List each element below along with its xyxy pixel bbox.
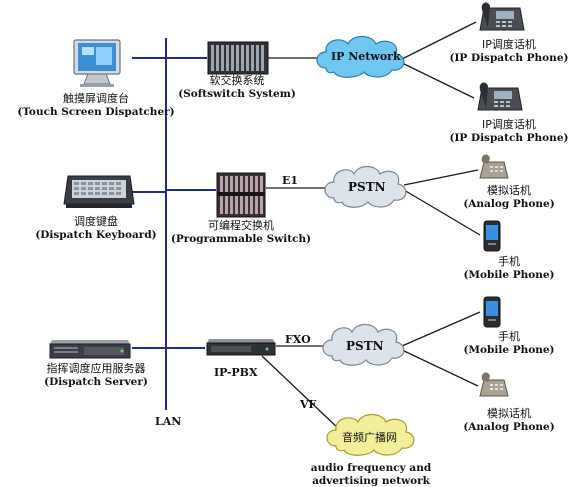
link-ipnet-phone1 <box>399 21 477 61</box>
mobile-phone-1-label: 手机 (Mobile Phone) <box>440 255 578 282</box>
fxo-label: FXO <box>285 333 311 346</box>
touch-dispatcher-label: 触摸屏调度台 (Touch Screen Dispatcher) <box>16 92 176 119</box>
ip-network-label: IP Network <box>331 50 401 63</box>
analog-phone-1-label: 模拟话机 (Analog Phone) <box>440 184 578 211</box>
server-icon <box>48 336 132 367</box>
audio-caption-line1: audio frequency and <box>310 462 432 474</box>
mobile-phone-2-label: 手机 (Mobile Phone) <box>440 330 578 357</box>
dispatch-server-en: (Dispatch Server) <box>44 375 148 388</box>
touch-dispatcher-cn: 触摸屏调度台 <box>63 92 129 105</box>
link-ipnet-phone2 <box>399 61 475 99</box>
analog-phone-1-cn: 模拟话机 <box>487 184 531 197</box>
e1-label: E1 <box>282 174 299 187</box>
mobile-phone-2-en: (Mobile Phone) <box>463 343 555 356</box>
ip-phone-2-label: IP调度话机 (IP Dispatch Phone) <box>440 118 578 145</box>
audio-network-caption: audio frequency and advertising network <box>296 462 446 487</box>
softswitch-cn: 软交换系统 <box>209 74 265 87</box>
ip-network-cloud <box>312 34 408 85</box>
monitor-icon <box>66 38 132 95</box>
ip-pbx-label: IP-PBX <box>214 366 258 379</box>
link-vf <box>261 355 341 431</box>
ip-phone-icon <box>474 0 528 41</box>
softswitch-label: 软交换系统 (Softswitch System) <box>162 74 312 101</box>
dispatch-keyboard-label: 调度键盘 (Dispatch Keyboard) <box>16 215 176 242</box>
analog-phone-icon <box>476 152 510 187</box>
link-pstn-mobile1 <box>403 189 481 236</box>
analog-phone-2-label: 模拟话机 (Analog Phone) <box>440 407 578 434</box>
pstn-top-cloud <box>320 164 408 215</box>
mobile-phone-icon <box>482 296 502 333</box>
link-pstn2-analog2 <box>401 349 479 387</box>
link-pstn-analog1 <box>403 169 479 186</box>
ip-phone-1-label: IP调度话机 (IP Dispatch Phone) <box>440 38 578 65</box>
ip-phone-2-en: (IP Dispatch Phone) <box>449 131 569 144</box>
mobile-phone-1-en: (Mobile Phone) <box>463 268 555 281</box>
ip-phone-2-cn: IP调度话机 <box>482 118 536 131</box>
vf-label: VF <box>300 398 317 411</box>
lan-label: LAN <box>155 415 182 428</box>
dispatch-server-label: 指挥调度应用服务器 (Dispatch Server) <box>8 362 184 389</box>
ip-phone-1-cn: IP调度话机 <box>482 38 536 51</box>
mobile-phone-1-cn: 手机 <box>498 255 520 268</box>
programmable-switch-en: (Programmable Switch) <box>170 232 312 245</box>
keyboard-icon <box>62 172 136 215</box>
pstn-bottom-cloud <box>318 322 406 373</box>
dispatch-keyboard-cn: 调度键盘 <box>74 215 118 228</box>
pstn-bottom-label: PSTN <box>346 339 384 353</box>
dispatch-server-cn: 指挥调度应用服务器 <box>46 362 146 375</box>
ip-pbx-icon <box>205 337 277 364</box>
softswitch-en: (Softswitch System) <box>178 87 296 100</box>
audio-broadcast-label: 音频广播网 <box>342 431 397 444</box>
mobile-phone-icon <box>482 220 502 257</box>
pstn-top-label: PSTN <box>348 180 386 194</box>
link-pstn2-mobile2 <box>401 311 481 347</box>
programmable-switch-label: 可编程交换机 (Programmable Switch) <box>166 219 316 246</box>
analog-phone-2-en: (Analog Phone) <box>463 420 555 433</box>
programmable-switch-cn: 可编程交换机 <box>208 219 274 232</box>
analog-phone-icon <box>476 370 510 405</box>
dispatch-keyboard-en: (Dispatch Keyboard) <box>35 228 157 241</box>
audio-caption-line2: advertising network <box>312 475 430 487</box>
ip-phone-icon <box>472 80 526 121</box>
ip-phone-1-en: (IP Dispatch Phone) <box>449 51 569 64</box>
softswitch-rack-icon <box>207 40 269 81</box>
touch-dispatcher-en: (Touch Screen Dispatcher) <box>17 105 175 118</box>
audio-broadcast-cloud <box>322 412 416 463</box>
programmable-switch-icon <box>216 172 266 223</box>
analog-phone-1-en: (Analog Phone) <box>463 197 555 210</box>
mobile-phone-2-cn: 手机 <box>498 330 520 343</box>
analog-phone-2-cn: 模拟话机 <box>487 407 531 420</box>
